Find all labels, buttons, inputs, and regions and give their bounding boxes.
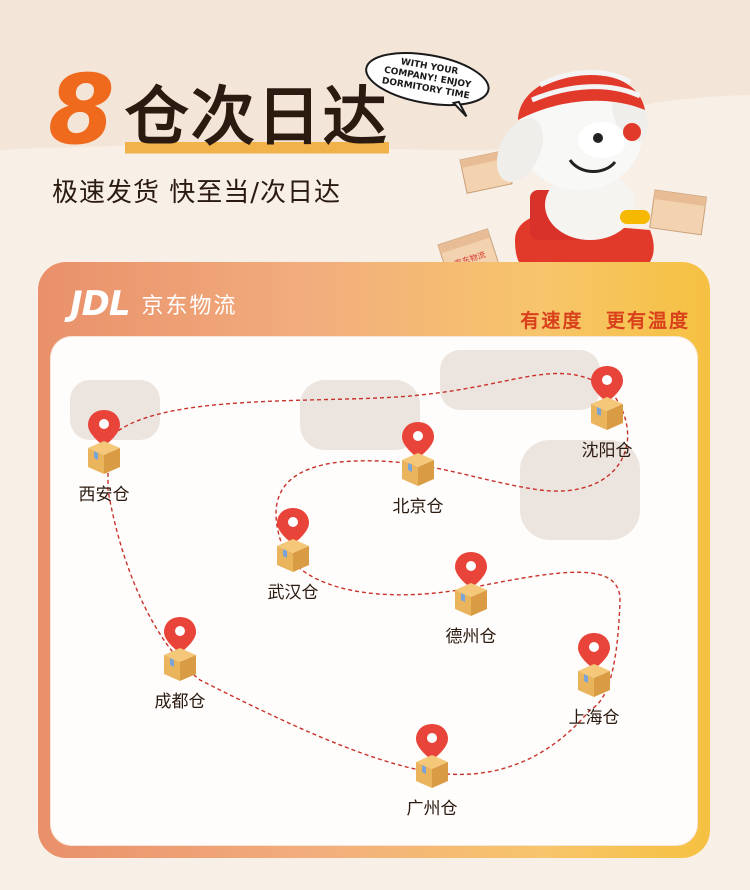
warehouse-pin-box-icon — [402, 422, 434, 486]
warehouse-label: 上海仓 — [568, 708, 620, 728]
warehouse-pin-box-icon — [277, 508, 309, 572]
warehouse-label: 成都仓 — [154, 692, 206, 712]
logo-name: 京东物流 — [141, 294, 238, 319]
warehouse-pin-box-icon — [578, 633, 610, 697]
warehouse-shanghai: 上海仓 — [554, 631, 634, 728]
warehouse-guangzhou: 广州仓 — [392, 722, 472, 819]
tagline: 有速度 更有温度 — [520, 310, 690, 332]
warehouse-label: 武汉仓 — [267, 583, 319, 603]
headline-text: 仓次日达 — [124, 86, 389, 158]
jdl-logo: JDL 京东物流 — [70, 284, 238, 324]
logo-mark: JDL — [70, 284, 131, 324]
warehouse-label: 德州仓 — [445, 627, 497, 647]
warehouse-label: 西安仓 — [78, 485, 130, 505]
warehouse-shenyang: 沈阳仓 — [567, 364, 647, 461]
warehouse-pin-box-icon — [455, 552, 487, 616]
warehouse-pin-box-icon — [591, 366, 623, 430]
warehouse-pin-box-icon — [164, 617, 196, 681]
warehouse-pin-box-icon — [416, 724, 448, 788]
subline: 极速发货 快至当/次日达 — [52, 178, 342, 208]
warehouse-dezhou: 德州仓 — [431, 550, 511, 647]
warehouse-beijing: 北京仓 — [378, 420, 458, 517]
warehouse-label: 北京仓 — [392, 497, 444, 517]
route-card: JDL 京东物流 有速度 更有温度 — [38, 262, 710, 858]
mascot-scooter-illustration: 京东物流 — [437, 70, 708, 296]
warehouse-chengdu: 成都仓 — [140, 615, 220, 712]
warehouse-xian: 西安仓 — [64, 408, 144, 505]
box-icon — [649, 189, 708, 236]
warehouse-label: 沈阳仓 — [581, 441, 633, 461]
warehouse-pin-box-icon — [88, 410, 120, 474]
warehouse-label: 广州仓 — [406, 799, 458, 819]
speech-bubble: WITH YOUR COMPANY! ENJOY DORMITORY TIME — [358, 41, 496, 121]
headline: 8 仓次日达 — [48, 58, 389, 158]
headline-number: 8 — [48, 54, 115, 166]
bubble-shape — [365, 52, 490, 118]
warehouse-wuhan: 武汉仓 — [253, 506, 333, 603]
